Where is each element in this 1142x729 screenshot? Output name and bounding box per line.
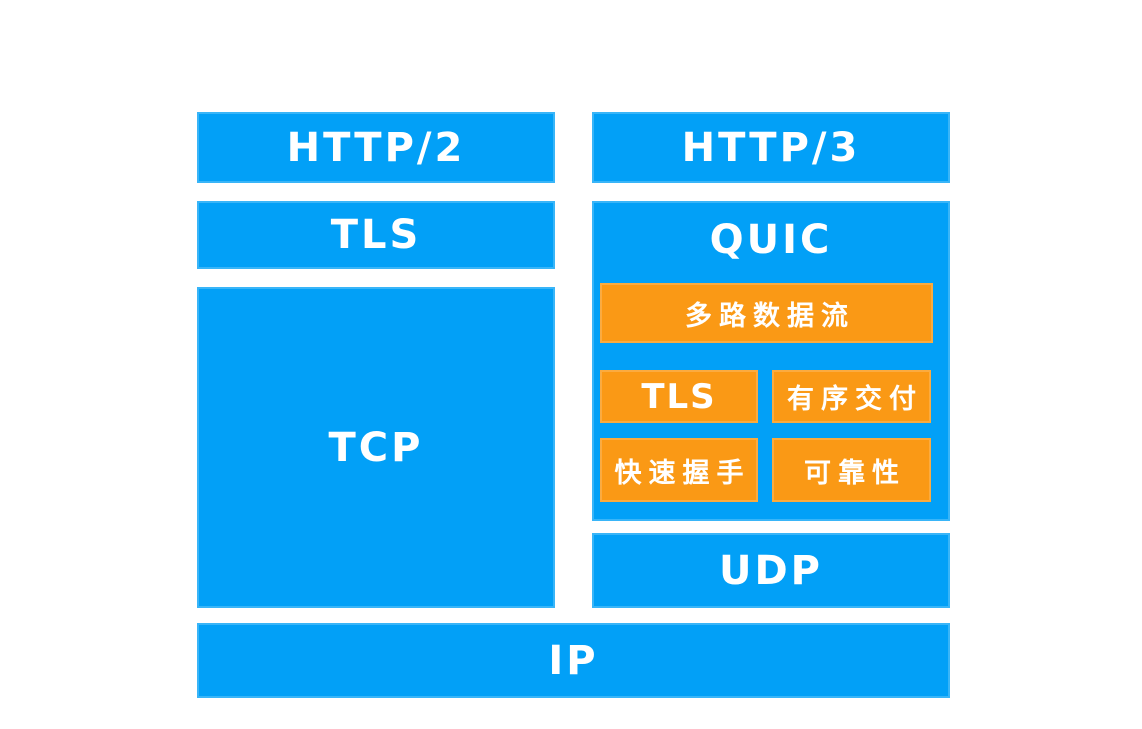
fast-handshake-label: 快速握手: [614, 457, 751, 489]
udp-label: UDP: [719, 547, 823, 594]
ip-label: IP: [548, 637, 599, 684]
quic-feature-reliability: 可靠性: [772, 438, 931, 502]
udp-box: UDP: [592, 533, 950, 608]
multiplexed-streams-label: 多路数据流: [685, 300, 855, 332]
quic-feature-multiplexed-streams: 多路数据流: [600, 283, 933, 343]
http2-label: HTTP/2: [286, 124, 466, 171]
quic-feature-fast-handshake: 快速握手: [600, 438, 758, 502]
http3-box: HTTP/3: [592, 112, 950, 183]
ordered-delivery-label: 有序交付: [787, 384, 923, 415]
quic-title: QUIC: [592, 201, 950, 279]
quic-label: QUIC: [709, 217, 833, 263]
reliability-label: 可靠性: [804, 457, 906, 489]
tls-label: TLS: [330, 212, 422, 258]
tls-box: TLS: [197, 201, 555, 269]
quic-feature-ordered-delivery: 有序交付: [772, 370, 931, 423]
tcp-label: TCP: [328, 424, 424, 471]
http3-label: HTTP/3: [681, 124, 861, 171]
tcp-box: TCP: [197, 287, 555, 608]
quic-feature-tls: TLS: [600, 370, 758, 423]
quic-box: QUIC 多路数据流 TLS 有序交付 快速握手 可靠性: [592, 201, 950, 521]
quic-tls-label: TLS: [641, 376, 717, 417]
http2-box: HTTP/2: [197, 112, 555, 183]
ip-box: IP: [197, 623, 950, 698]
